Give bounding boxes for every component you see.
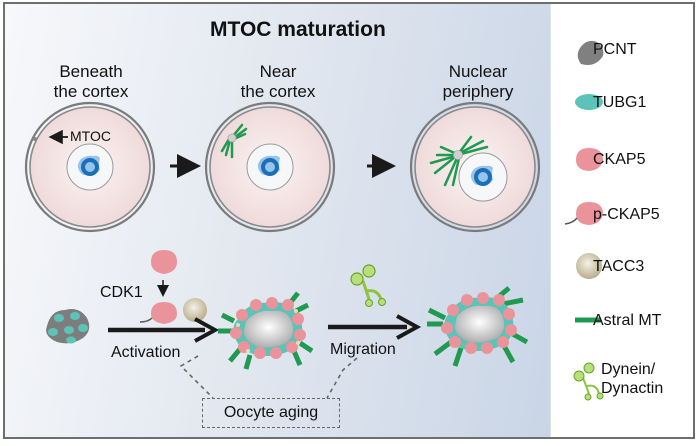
activation-arrow-head (194, 317, 220, 343)
mtoc-dot (33, 137, 37, 141)
tacc3-sphere-icon (576, 253, 602, 279)
legend-label-ckap5: CKAP5 (593, 151, 646, 168)
legend-label-astral-mt: Astral MT (593, 312, 662, 329)
oocyte-aging-box: Oocyte aging (202, 398, 340, 428)
migration-arrow-head (396, 314, 422, 340)
oocyte-cell-near-cortex (204, 101, 336, 233)
stage-caption-3-line2: periphery (442, 82, 514, 101)
dynein-dynactin-complex (350, 264, 386, 307)
stage-caption-1: Beneath the cortex (21, 62, 161, 102)
chromatin-ring (81, 158, 99, 176)
pcnt-blob-icon (577, 40, 604, 65)
mtoc-pointer-label: MTOC (70, 128, 111, 144)
oocyte-aging-label: Oocyte aging (223, 404, 319, 421)
stage-caption-2-line1: Near (259, 62, 297, 81)
oocyte-cell-beneath-cortex (24, 101, 156, 233)
pcnt-tubg1-aggregate (46, 309, 90, 344)
legend-label-tubg1: TUBG1 (593, 94, 647, 111)
legend-label-dynein-dynactin: Dynein/ Dynactin (601, 360, 663, 398)
aging-dashed-link-2 (326, 357, 358, 399)
migration-label: Migration (330, 341, 396, 358)
tubg1-ellipse-icon (575, 94, 603, 110)
stage-caption-2-line2: the cortex (240, 82, 316, 101)
dynein-dynactin-icon (573, 362, 604, 401)
stage-caption-3-line1: Nuclear (448, 62, 508, 81)
mtoc-with-microtubules (220, 123, 248, 159)
ckap5-blob (151, 250, 177, 274)
mature-mtoc-2 (427, 286, 529, 367)
legend-label-p-ckap5: p-CKAP5 (593, 206, 660, 223)
figure-frame: MTOC maturation Beneath the cortex Near … (3, 2, 695, 439)
tacc3-sphere (183, 298, 207, 322)
stage-caption-2: Near the cortex (208, 62, 348, 102)
p-ckap5-blob-icon (576, 202, 603, 225)
cell-outer-membrane (24, 101, 156, 233)
ckap5-blob-icon (576, 148, 603, 171)
activation-label: Activation (111, 344, 181, 361)
diagram-canvas (24, 40, 604, 401)
p-ckap5-phospho-tail (564, 217, 578, 225)
cdk1-label: CDK1 (100, 284, 143, 301)
legend-label-pcnt: PCNT (593, 41, 637, 58)
figure-title: MTOC maturation (210, 18, 386, 41)
stage-caption-1-line1: Beneath (59, 62, 123, 81)
p-ckap5-blob (151, 302, 177, 324)
stage-caption-3: Nuclear periphery (408, 62, 548, 102)
aging-dashed-link-1 (179, 355, 214, 399)
mtoc-with-microtubules (429, 135, 489, 187)
oocyte-cell-nuclear-periphery (409, 101, 541, 233)
mature-mtoc-1 (218, 291, 314, 370)
legend-label-tacc3: TACC3 (593, 258, 645, 275)
legend-label-dynein: Dynein/ (601, 361, 656, 378)
legend-label-dynactin: Dynactin (601, 380, 664, 397)
stage-caption-1-line2: the cortex (53, 82, 129, 101)
